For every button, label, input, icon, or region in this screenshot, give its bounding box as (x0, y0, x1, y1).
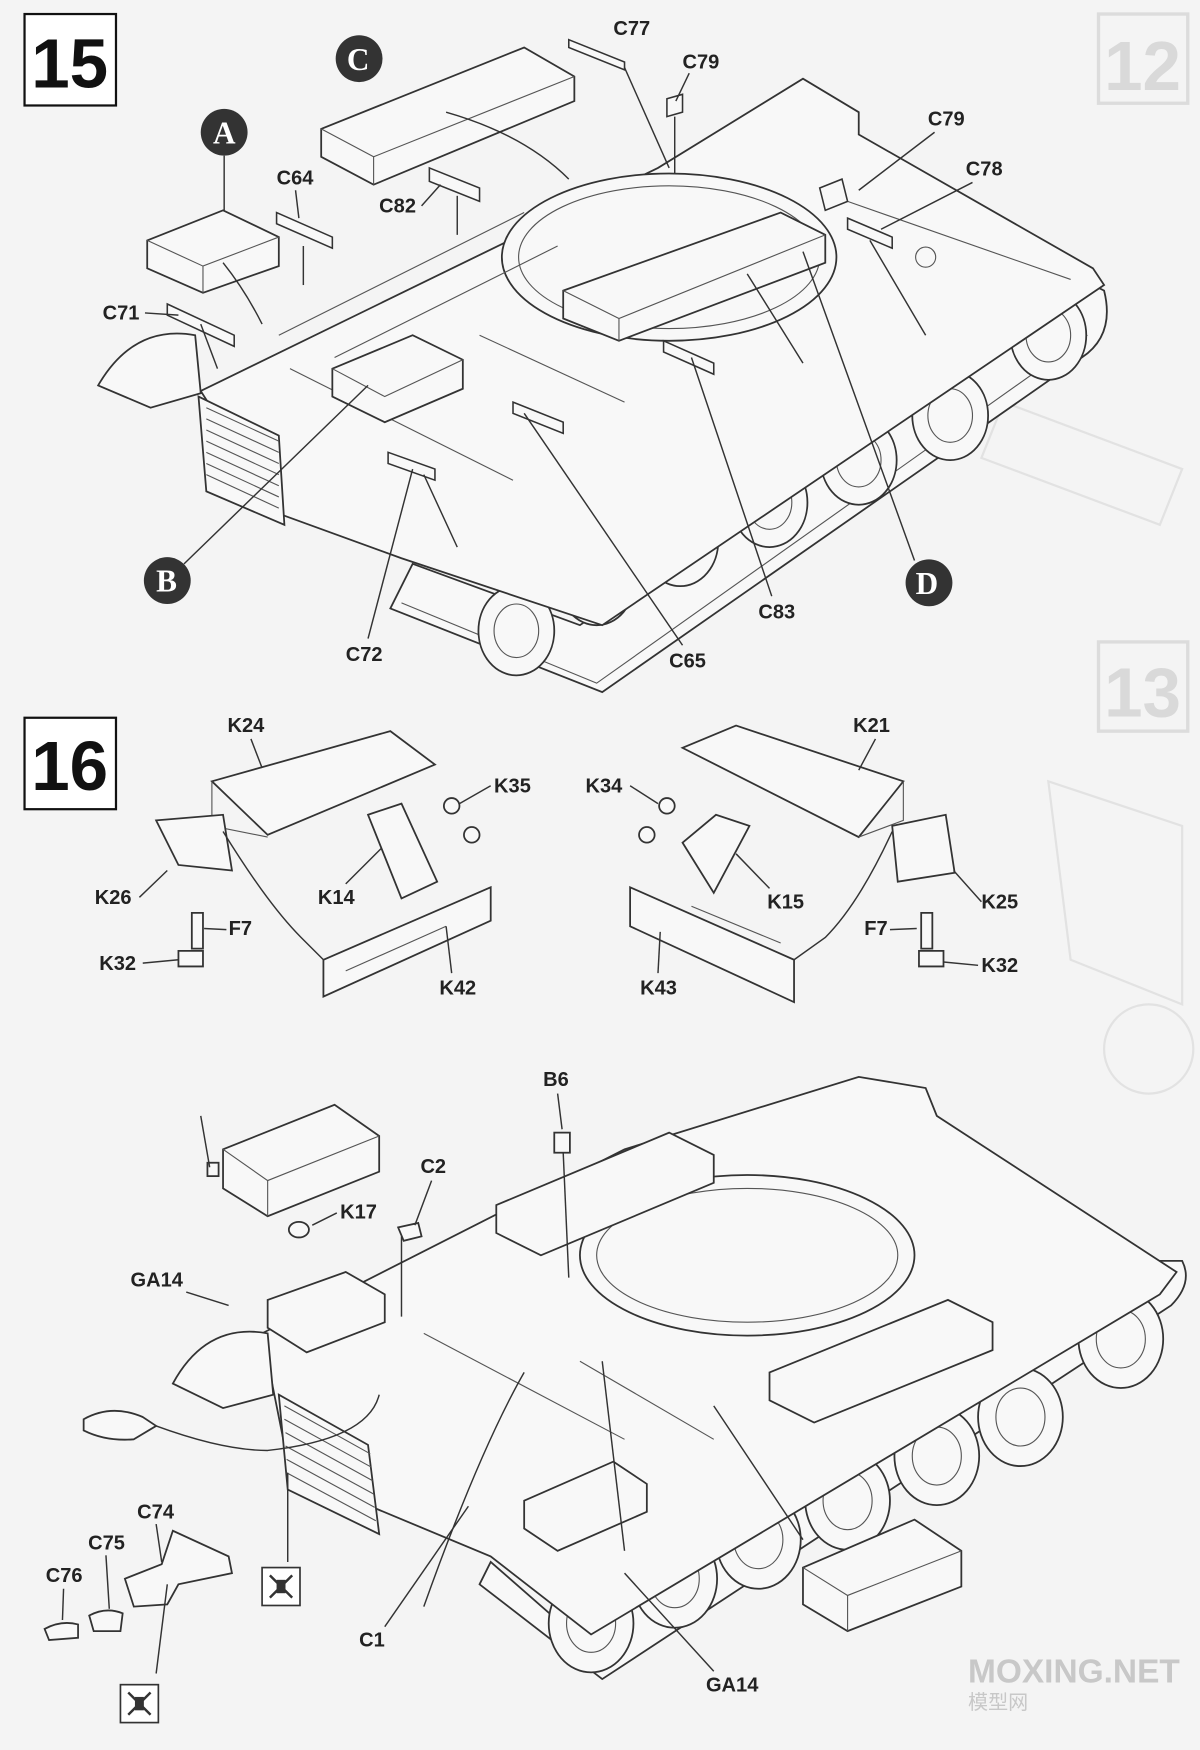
label-c2: C2 (420, 1156, 446, 1178)
assembly-arrows (200, 67, 927, 548)
label-f7: F7 (229, 918, 252, 940)
label-ga14-2: GA14 (706, 1674, 759, 1696)
label-k32: K32 (99, 953, 136, 975)
label-k15: K15 (767, 891, 804, 913)
label-k32-2: K32 (981, 955, 1018, 977)
cement-not-icon (119, 1683, 160, 1724)
bleed-through: 12 13 (979, 12, 1195, 1095)
step-15: 15 (23, 12, 1108, 694)
label-k14: K14 (318, 887, 356, 909)
svg-text:A: A (213, 115, 236, 150)
label-k17: K17 (340, 1201, 377, 1223)
label-c83: C83 (758, 601, 795, 623)
tool-box-left (206, 1103, 381, 1218)
label-c1: C1 (359, 1630, 385, 1652)
callout-c: C (335, 35, 383, 83)
label-k25: K25 (981, 891, 1018, 913)
small-parts-16 (43, 1131, 571, 1641)
label-f7-2: F7 (864, 918, 887, 940)
right-subassembly (629, 724, 956, 1004)
watermark-sub: 模型网 (968, 1690, 1028, 1714)
label-c64: C64 (277, 168, 315, 190)
label-c77: C77 (613, 18, 650, 40)
step-16-labels: K24 K35 K26 K14 F7 K32 K42 K34 K21 K15 K… (46, 715, 1019, 1696)
stowage-box-d (562, 211, 827, 342)
label-c74: C74 (137, 1501, 175, 1523)
step-number: 16 (31, 727, 108, 805)
label-ga14: GA14 (130, 1270, 183, 1292)
stowage-box-b (331, 334, 464, 424)
cement-not-icon (261, 1566, 301, 1607)
tool-box-right (802, 1518, 963, 1633)
ghost-step-13: 13 (1104, 654, 1181, 732)
stowage-box-a (146, 209, 280, 294)
label-c79-2: C79 (928, 109, 965, 131)
assembly-arrows-16 (155, 1115, 804, 1674)
label-k42: K42 (439, 977, 476, 999)
label-k35: K35 (494, 775, 531, 797)
step-16: 16 (23, 715, 1187, 1724)
left-subassembly (154, 730, 492, 998)
svg-text:B: B (156, 564, 177, 599)
callout-b: B (143, 384, 369, 604)
watermark: MOXING.NET 模型网 (968, 1653, 1180, 1714)
label-c65: C65 (669, 651, 706, 673)
stowage-box-c (320, 46, 576, 186)
step-number: 15 (31, 25, 108, 103)
step-15-labels: C77 C79 C79 C78 C64 C82 C71 C72 C65 C83 (103, 18, 1003, 672)
label-k43: K43 (640, 977, 677, 999)
ghost-step-12: 12 (1104, 27, 1181, 105)
tank-hull-drawing-2 (171, 1075, 1187, 1681)
label-c75: C75 (88, 1533, 125, 1555)
tank-hull-drawing (96, 77, 1108, 694)
label-b6: B6 (543, 1069, 569, 1091)
watermark-site: MOXING.NET (968, 1653, 1180, 1690)
label-k26: K26 (95, 887, 132, 909)
label-c72: C72 (346, 644, 383, 666)
label-c76: C76 (46, 1565, 83, 1587)
label-c82: C82 (379, 196, 416, 218)
svg-text:D: D (916, 566, 939, 601)
label-k24: K24 (228, 715, 266, 737)
step-number-box (23, 12, 118, 107)
callout-a: A (200, 108, 248, 211)
step-number-box (23, 716, 118, 811)
label-c71: C71 (103, 303, 140, 325)
bracket-parts (166, 38, 893, 482)
label-k21: K21 (853, 715, 890, 737)
svg-text:C: C (347, 42, 370, 77)
label-c78: C78 (966, 159, 1003, 181)
callout-d: D (802, 251, 953, 607)
label-c79: C79 (683, 52, 720, 74)
label-k34: K34 (586, 775, 624, 797)
